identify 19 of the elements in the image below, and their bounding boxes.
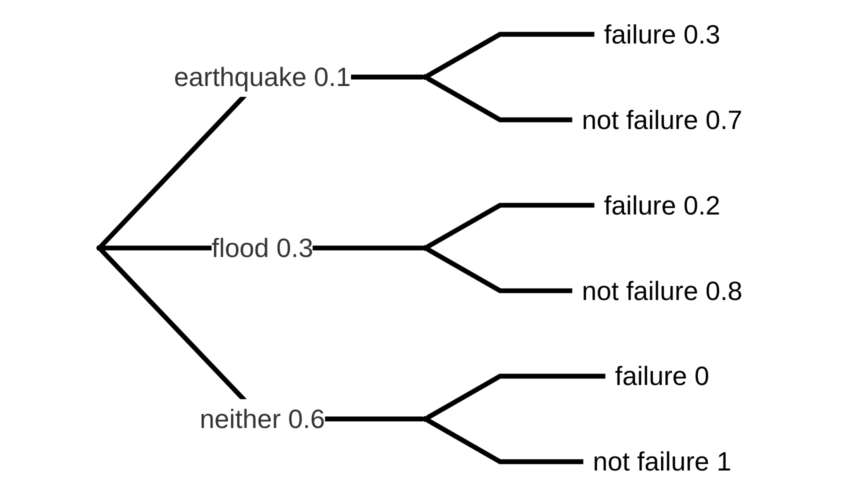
connector [426,32,594,78]
node-text: not failure 1 [592,446,732,477]
node-text: not failure 0.8 [582,276,742,306]
node-circle [422,244,428,252]
node-circle [422,416,428,422]
connector [426,374,606,420]
connector [426,202,594,249]
node-text: not failure 0.7 [582,104,742,135]
node-text: failure 0.2 [604,190,720,220]
edge-label: neither 0.6 [200,404,325,434]
node-circle [96,244,102,252]
node-text: failure 0.3 [604,19,720,50]
connector [426,247,572,294]
edge-label: flood 0.3 [212,232,314,264]
node-circle [422,74,428,80]
connector [426,418,584,464]
edge-label: earthquake 0.1 [174,62,351,92]
node-text: failure 0 [615,361,710,392]
connector [426,76,572,122]
